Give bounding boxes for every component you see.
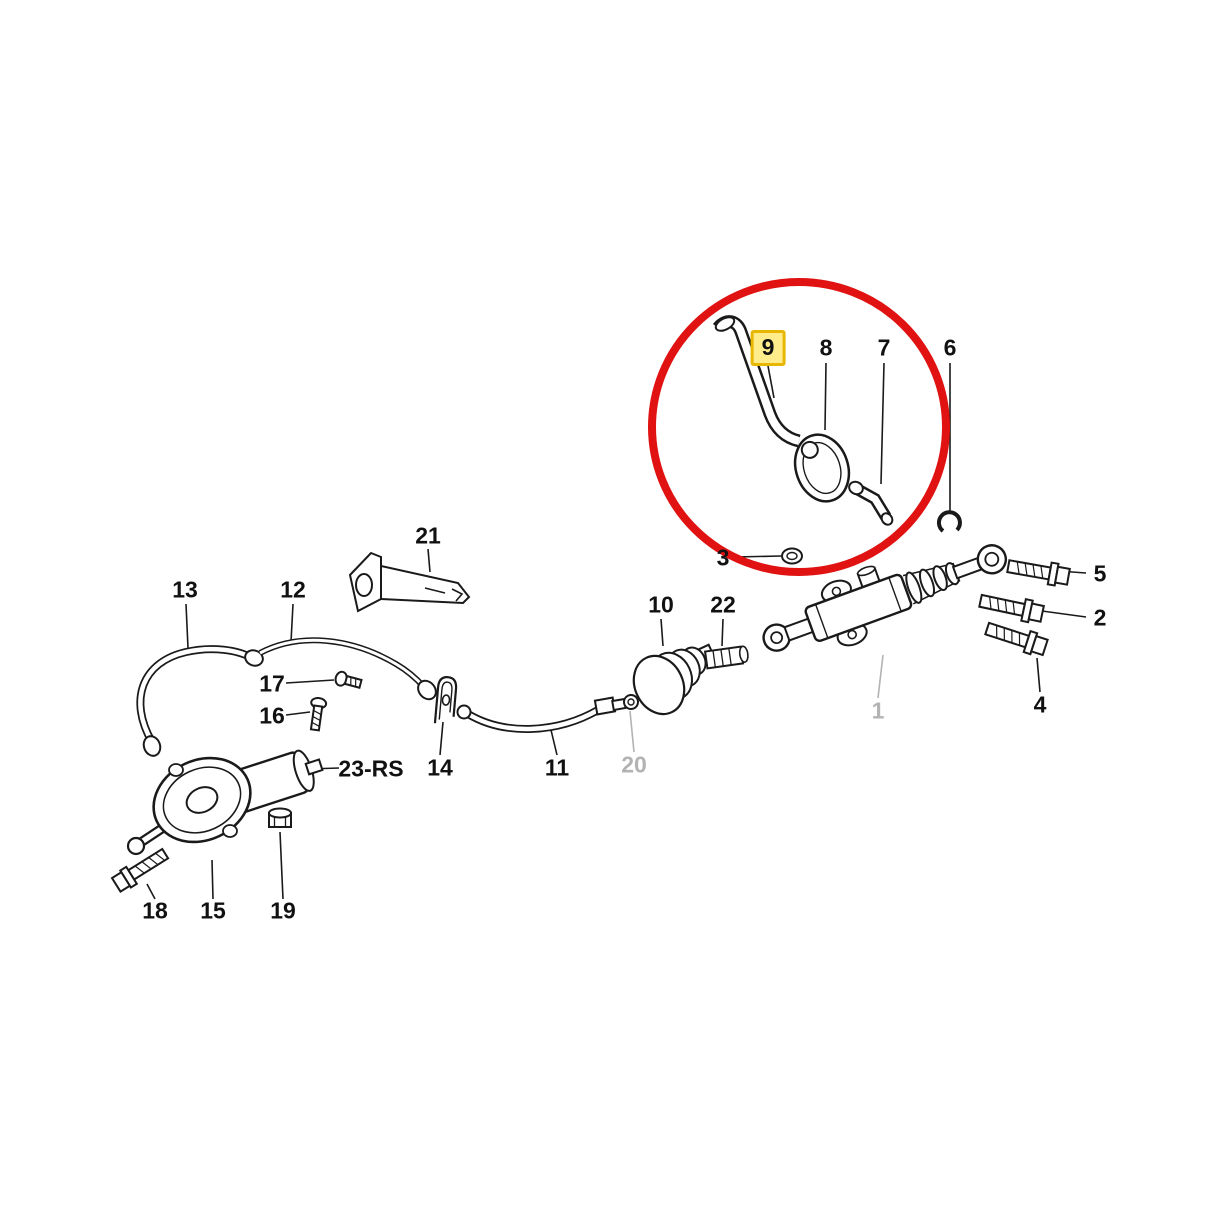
part-17-screw <box>334 670 363 689</box>
part-label-1[interactable]: 1 <box>871 697 885 724</box>
part-label-13[interactable]: 13 <box>172 576 198 603</box>
part-label-7[interactable]: 7 <box>877 334 891 361</box>
part-label-4[interactable]: 4 <box>1033 691 1047 718</box>
part-label-23rs[interactable]: 23-RS <box>338 755 404 782</box>
leader-lines <box>146 362 1087 900</box>
part-label-5[interactable]: 5 <box>1093 560 1107 587</box>
part-label-3[interactable]: 3 <box>716 544 730 571</box>
red-highlight-circle <box>648 278 950 576</box>
part-13-hose <box>136 645 264 757</box>
part-label-19[interactable]: 19 <box>270 897 296 924</box>
part-9-hose <box>712 315 801 448</box>
part-18-bolt <box>110 847 170 894</box>
part-label-12[interactable]: 12 <box>280 576 306 603</box>
part-label-22[interactable]: 22 <box>710 591 736 618</box>
part-label-21[interactable]: 21 <box>415 522 441 549</box>
part-21-bracket <box>348 551 471 613</box>
part-20-grommet <box>623 694 639 710</box>
part-19-nut <box>268 807 292 828</box>
part-label-17[interactable]: 17 <box>259 670 285 697</box>
part-2-bolt <box>978 593 1046 624</box>
part-label-6[interactable]: 6 <box>943 334 957 361</box>
highlight-box: 9 <box>750 330 786 366</box>
part-8-cap <box>793 433 851 503</box>
part-1-master-cylinder <box>762 544 1008 652</box>
muted-leader-lines <box>629 654 884 753</box>
part-14-clip <box>433 676 458 724</box>
part-3-nut <box>781 547 803 565</box>
part-4-bolt <box>984 621 1049 657</box>
part-15-slave-cylinder <box>126 749 324 856</box>
part-label-20[interactable]: 20 <box>621 751 647 778</box>
part-5-bolt <box>1006 559 1071 587</box>
part-label-10[interactable]: 10 <box>648 591 674 618</box>
part-label-9[interactable]: 9 <box>750 330 786 366</box>
part-label-15[interactable]: 15 <box>200 897 226 924</box>
part-10-boot <box>632 643 716 716</box>
part-11-hose <box>456 696 627 733</box>
part-label-8[interactable]: 8 <box>819 334 833 361</box>
part-16-screw <box>309 697 328 732</box>
part-label-18[interactable]: 18 <box>142 897 168 924</box>
part-label-14[interactable]: 14 <box>427 754 453 781</box>
part-6-clip <box>937 510 962 533</box>
part-label-2[interactable]: 2 <box>1093 604 1107 631</box>
part-12-pipe <box>258 637 437 701</box>
part-7-elbow <box>848 480 894 526</box>
part-label-11[interactable]: 11 <box>544 754 570 781</box>
part-22-fitting <box>703 645 749 670</box>
part-label-16[interactable]: 16 <box>259 702 285 729</box>
